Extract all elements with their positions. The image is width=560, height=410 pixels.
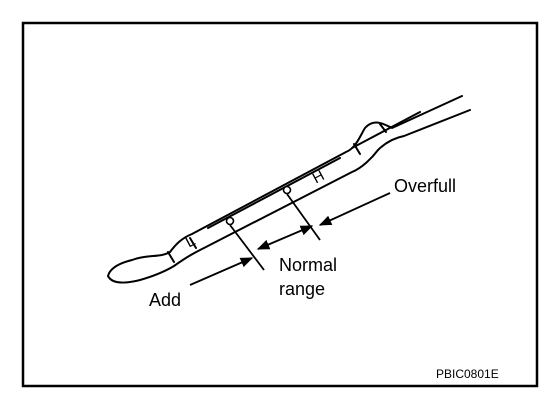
normal-range-label-line2: range [279, 279, 325, 299]
upper-hole-marker [282, 185, 292, 195]
dimension-arrows [189, 192, 391, 286]
overfull-arrow [318, 192, 391, 226]
add-label: Add [149, 290, 181, 310]
high-mark: H [310, 167, 328, 187]
figure-frame [21, 21, 539, 388]
figure-code: PBIC0801E [436, 367, 499, 381]
add-arrow [189, 257, 254, 286]
overfull-label: Overfull [394, 176, 456, 196]
dipstick [107, 95, 471, 284]
low-mark: L [183, 232, 198, 251]
lower-hole-marker [225, 216, 235, 226]
normal-range-label-line1: Normal [279, 255, 337, 275]
normal-range-arrow [256, 225, 314, 250]
leader-lines [229, 193, 321, 271]
